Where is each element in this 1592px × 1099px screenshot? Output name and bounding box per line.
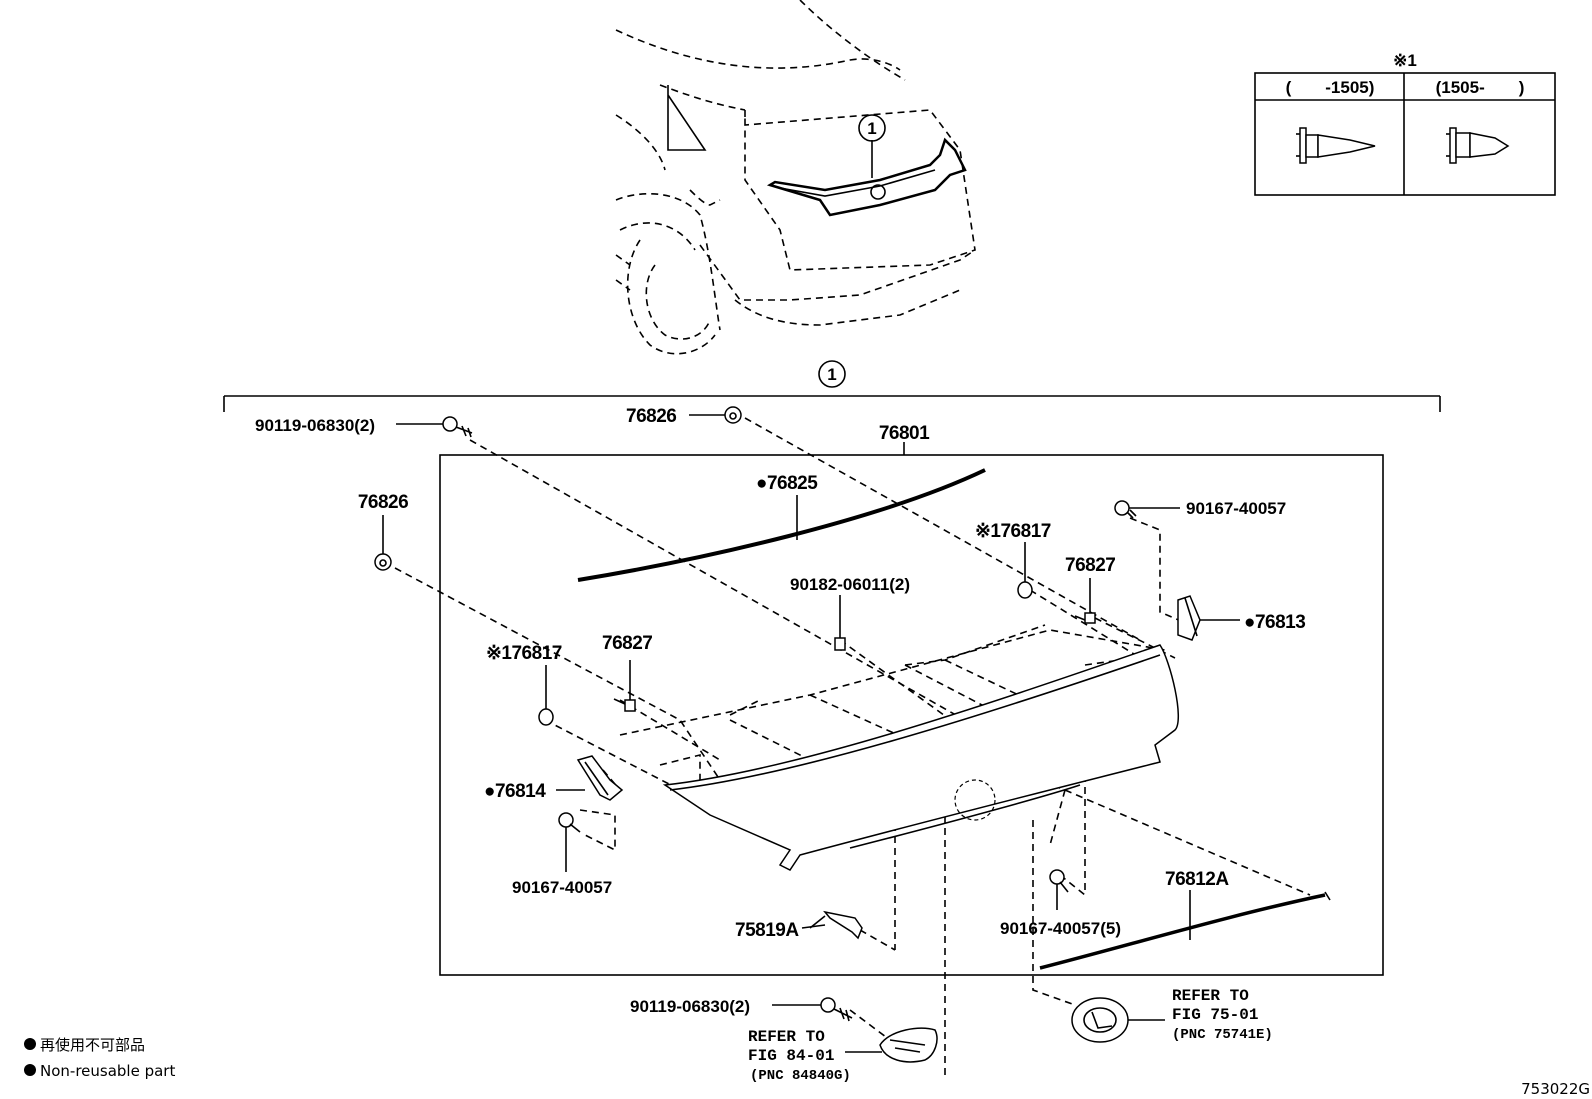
- ref-84-line1: REFER TO: [748, 1028, 825, 1046]
- moulding-76812A: [1039, 891, 1331, 970]
- callout-1-car: 1: [867, 119, 876, 138]
- clip-76817-left: [538, 708, 554, 726]
- clip-76827-left: [613, 698, 636, 712]
- bracket-76813: [1177, 595, 1240, 641]
- inset-footnote-mark: ※1: [1393, 51, 1417, 70]
- label-76817-right: ※176817: [975, 521, 1051, 542]
- label-76813: ●76813: [1244, 612, 1305, 633]
- clip-75819A: [809, 910, 863, 940]
- assembly-frame: [439, 454, 1384, 976]
- clip-76826-top: [724, 406, 742, 424]
- ref-84-line2: FIG 84-01: [748, 1047, 834, 1065]
- clip-76817-right: [1017, 581, 1033, 599]
- label-75819A: 75819A: [735, 920, 799, 941]
- label-90119-top: 90119-06830(2): [255, 416, 375, 435]
- inset-col2-header: (1505- ): [1436, 78, 1525, 97]
- ref-75-line1: REFER TO: [1172, 987, 1249, 1005]
- label-76827-right: 76827: [1065, 555, 1115, 576]
- label-76827-left: 76827: [602, 633, 652, 654]
- diagram-id: 753022G: [1521, 1080, 1590, 1098]
- label-90167-right: 90167-40057: [1186, 499, 1286, 518]
- nut-90167-left: [558, 812, 581, 833]
- legend-en: Non-reusable part: [40, 1062, 175, 1080]
- clip-variant-inset: [1254, 72, 1556, 196]
- inset-col1-header: ( -1505): [1286, 78, 1375, 97]
- vehicle-rear-illustration: [615, 0, 976, 355]
- bracket-76814: [576, 755, 624, 801]
- garnish-main-panel: [662, 644, 1179, 871]
- leader-lines: [382, 414, 1191, 1053]
- ref-75-line3: (PNC 75741E): [1172, 1027, 1273, 1043]
- legend-jp: 再使用不可部品: [40, 1036, 145, 1054]
- callout-1-assembly: 1: [827, 365, 836, 384]
- clip-76826-left: [374, 553, 392, 571]
- legend-dot-jp: [24, 1038, 36, 1050]
- label-90167-left: 90167-40057: [512, 878, 612, 897]
- camera-cover-ref: [879, 1027, 938, 1063]
- label-76817-left: ※176817: [486, 643, 562, 664]
- label-76825: ●76825: [756, 473, 818, 494]
- label-76826-left: 76826: [358, 492, 408, 513]
- nut-90167-right: [1114, 500, 1137, 519]
- clip-late-icon: [1446, 127, 1510, 164]
- label-76814: ●76814: [484, 781, 546, 802]
- assembly-bracket: [223, 360, 1441, 412]
- emblem-ref: [1071, 997, 1129, 1043]
- label-90167-bottom: 90167-40057(5): [1000, 919, 1121, 938]
- label-90182: 90182-06011(2): [790, 575, 910, 594]
- clip-90182: [834, 637, 846, 651]
- bolt-90119-bottom: [820, 997, 853, 1022]
- clip-76827-right: [1074, 612, 1096, 624]
- ref-84-line3: (PNC 84840G): [750, 1068, 851, 1084]
- label-76801: 76801: [879, 423, 930, 444]
- clip-early-icon: [1296, 127, 1376, 164]
- label-76812A: 76812A: [1165, 869, 1229, 890]
- label-76826-top: 76826: [626, 406, 676, 427]
- ref-75-line2: FIG 75-01: [1172, 1006, 1258, 1024]
- bolt-90119-top: [442, 416, 473, 438]
- spoiler-76825: [577, 468, 986, 582]
- legend-dot-en: [24, 1064, 36, 1076]
- nut-90167-bottom: [1049, 869, 1069, 893]
- label-90119-bottom: 90119-06830(2): [630, 997, 750, 1016]
